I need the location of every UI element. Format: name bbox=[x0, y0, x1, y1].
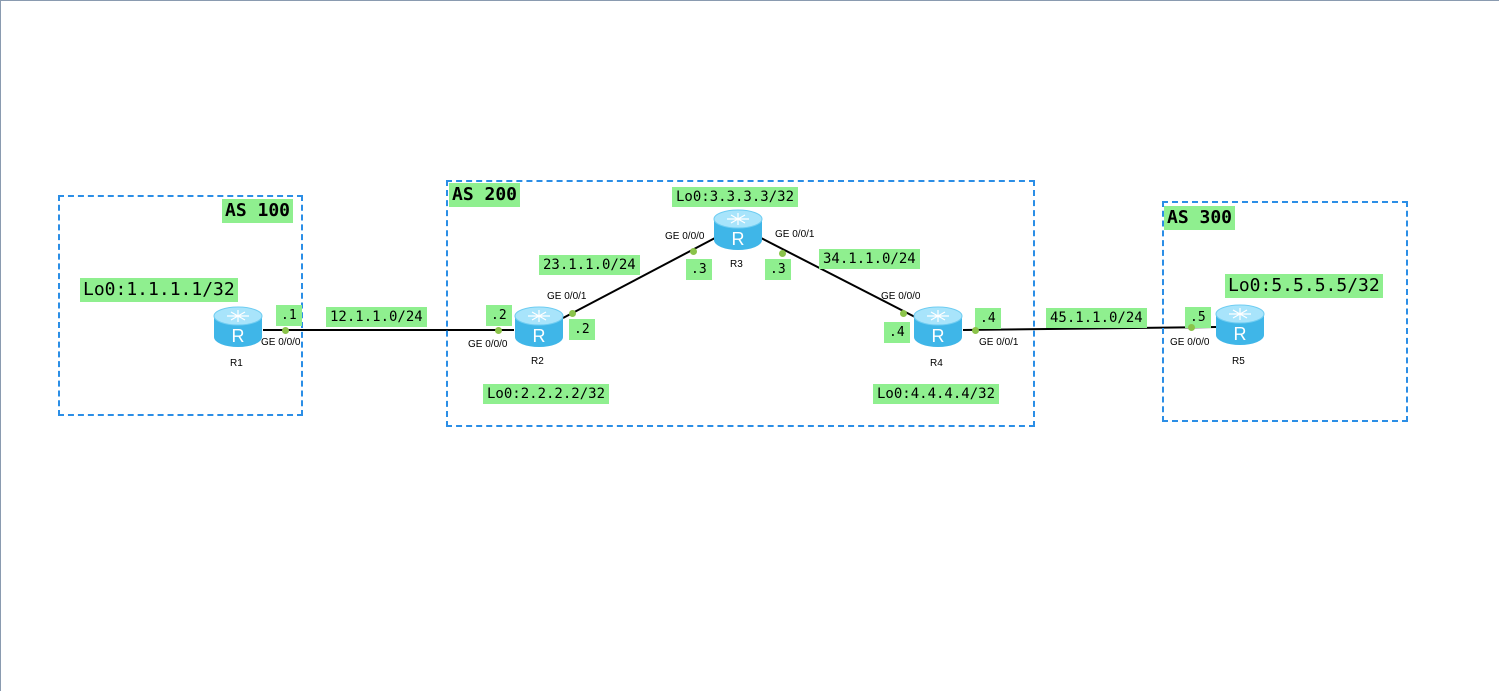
r2-loopback-label: Lo0:2.2.2.2/32 bbox=[483, 384, 610, 404]
r2-ge001-ip-label: .2 bbox=[569, 319, 595, 340]
r4-ge000-port[interactable] bbox=[900, 310, 907, 317]
r4-ge000-ip-label: .4 bbox=[884, 322, 910, 343]
r1-ge000-port[interactable] bbox=[282, 327, 289, 334]
r1-ge000-port-label: GE 0/0/0 bbox=[261, 337, 301, 348]
r2-ge000-port-label: GE 0/0/0 bbox=[468, 339, 508, 350]
router-r5-name: R5 bbox=[1232, 356, 1245, 367]
r2-ge001-port[interactable] bbox=[569, 310, 576, 317]
link-r2-r3[interactable] bbox=[562, 237, 716, 319]
svg-text:R: R bbox=[232, 326, 245, 346]
router-icon: R bbox=[713, 209, 763, 250]
r3-ge000-port[interactable] bbox=[690, 248, 697, 255]
router-r4[interactable]: R bbox=[913, 306, 963, 348]
r3-loopback-label: Lo0:3.3.3.3/32 bbox=[672, 187, 799, 207]
as-200-label: AS 200 bbox=[449, 183, 521, 207]
r3-ge000-port-label: GE 0/0/0 bbox=[665, 231, 705, 242]
router-r2-name: R2 bbox=[531, 356, 544, 367]
as-200-box[interactable] bbox=[446, 180, 1035, 427]
router-icon: R bbox=[514, 306, 564, 347]
r4-ge001-port[interactable] bbox=[972, 327, 979, 334]
r4-ge000-port-label: GE 0/0/0 bbox=[881, 291, 921, 302]
router-r3-name: R3 bbox=[730, 259, 743, 270]
r4-ge001-port-label: GE 0/0/1 bbox=[979, 337, 1019, 348]
svg-text:R: R bbox=[533, 326, 546, 346]
link-r2-r3-network-label: 23.1.1.0/24 bbox=[539, 255, 640, 275]
r5-ge000-port-label: GE 0/0/0 bbox=[1170, 337, 1210, 348]
r5-ge000-ip-label: .5 bbox=[1185, 307, 1211, 328]
router-r2[interactable]: R bbox=[514, 306, 564, 348]
router-r5[interactable]: R bbox=[1215, 304, 1265, 346]
r1-loopback-label: Lo0:1.1.1.1/32 bbox=[80, 278, 238, 302]
router-r1[interactable]: R bbox=[213, 306, 263, 348]
router-r3[interactable]: R bbox=[713, 209, 763, 251]
svg-text:R: R bbox=[932, 326, 945, 346]
r4-loopback-label: Lo0:4.4.4.4/32 bbox=[873, 384, 1000, 404]
router-r1-name: R1 bbox=[230, 358, 243, 369]
link-r3-r4[interactable] bbox=[760, 237, 916, 318]
link-r4-r5[interactable] bbox=[962, 326, 1218, 331]
r4-ge001-ip-label: .4 bbox=[975, 308, 1001, 329]
svg-text:R: R bbox=[732, 229, 745, 249]
router-icon: R bbox=[1215, 304, 1265, 345]
router-icon: R bbox=[913, 306, 963, 347]
as-300-label: AS 300 bbox=[1164, 206, 1236, 230]
r2-ge000-port[interactable] bbox=[495, 327, 502, 334]
r3-ge001-ip-label: .3 bbox=[765, 259, 791, 280]
r1-ge000-ip-label: .1 bbox=[276, 305, 302, 326]
as-100-box[interactable] bbox=[58, 195, 303, 416]
r3-ge001-port-label: GE 0/0/1 bbox=[775, 229, 815, 240]
link-r1-r2-network-label: 12.1.1.0/24 bbox=[326, 307, 427, 327]
svg-text:R: R bbox=[1234, 324, 1247, 344]
router-icon: R bbox=[213, 306, 263, 347]
as-300-box[interactable] bbox=[1162, 201, 1408, 422]
link-r4-r5-network-label: 45.1.1.0/24 bbox=[1046, 308, 1147, 328]
r2-ge001-port-label: GE 0/0/1 bbox=[547, 291, 587, 302]
r3-ge000-ip-label: .3 bbox=[686, 259, 712, 280]
as-100-label: AS 100 bbox=[222, 199, 294, 223]
router-r4-name: R4 bbox=[930, 358, 943, 369]
r3-ge001-port[interactable] bbox=[779, 250, 786, 257]
r5-ge000-port[interactable] bbox=[1188, 324, 1195, 331]
link-r3-r4-network-label: 34.1.1.0/24 bbox=[819, 249, 920, 269]
r2-ge000-ip-label: .2 bbox=[486, 305, 512, 326]
r5-loopback-label: Lo0:5.5.5.5/32 bbox=[1225, 274, 1383, 298]
